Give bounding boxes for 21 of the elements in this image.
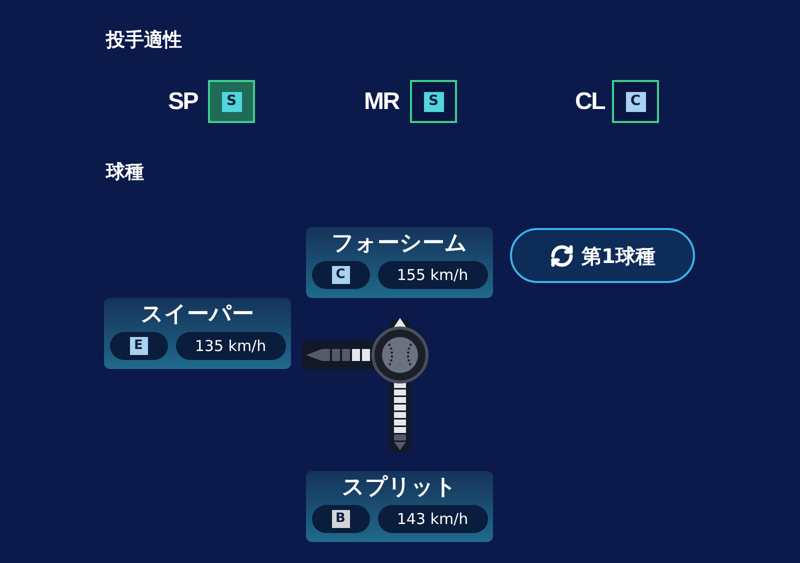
pitch-card (104, 298, 291, 369)
position-label: SP (168, 87, 198, 117)
grade-badge: C (332, 266, 350, 284)
section-heading: 投手適性 (106, 28, 182, 53)
pitch-name: スイーパー (141, 301, 254, 329)
pitch-card (306, 471, 493, 542)
position-label: CL (575, 87, 605, 117)
speed-value: 155 km/h (378, 261, 488, 289)
pitch-name: スプリット (342, 474, 457, 502)
grade-badge: B (332, 510, 350, 528)
speed-value: 135 km/h (176, 332, 286, 360)
pitch-name: フォーシーム (332, 230, 468, 258)
grade-badge: S (222, 92, 242, 112)
section-heading: 球種 (106, 160, 144, 185)
grade-badge: C (626, 92, 646, 112)
grade-badge: E (130, 337, 148, 355)
pitch-slot-button: 第1球種 (510, 228, 695, 283)
speed-value: 143 km/h (378, 505, 488, 533)
position-label: MR (364, 87, 399, 117)
grade-badge: S (424, 92, 444, 112)
pitch-card (306, 227, 493, 298)
